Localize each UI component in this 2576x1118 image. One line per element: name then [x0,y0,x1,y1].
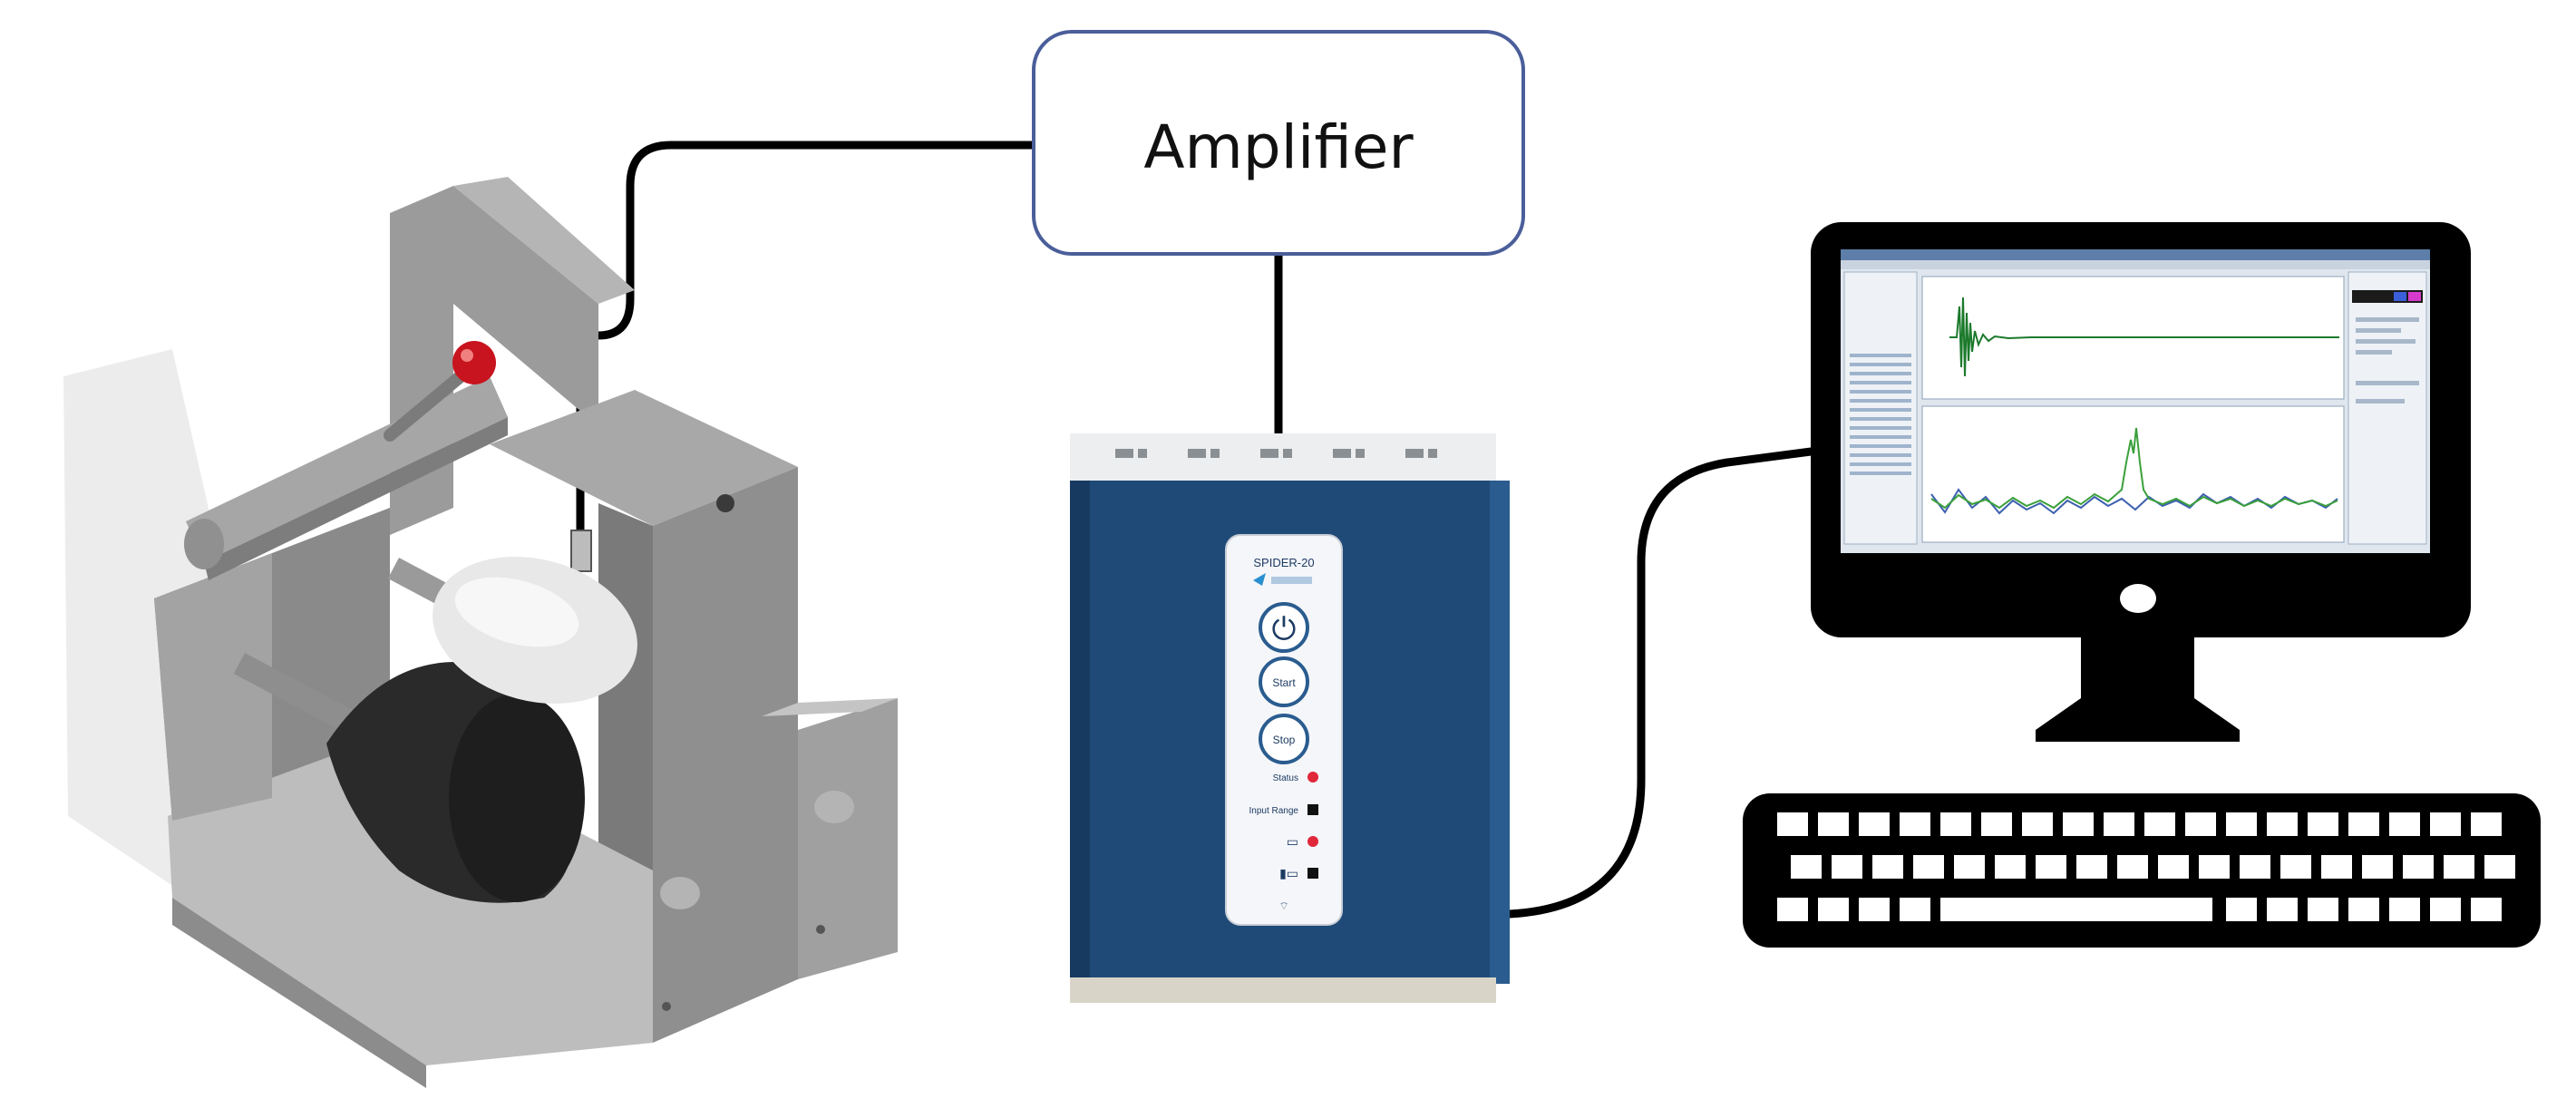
daq-status-row: ▮▭ [1279,866,1318,880]
spectrum-blue-trace [1930,488,2338,515]
daq-status-row: Status [1273,772,1318,783]
daq-status-row: Input Range [1249,804,1318,816]
daq-status-row: ▭ [1287,834,1318,849]
daq-stop-button[interactable]: Stop [1259,714,1309,764]
daq-device: SPIDER-20 ⏻ Start Stop Status Input Rang… [1070,433,1510,1003]
amplifier-box: Amplifier [1032,30,1525,256]
wifi-icon: ⌔ [1278,899,1288,912]
stop-button-label: Stop [1273,734,1296,746]
monitor-stand [2036,637,2240,742]
status-led-icon [1307,772,1318,783]
daq-to-computer-cable [1505,446,1823,919]
computer [1743,222,2541,948]
spectrum-green-trace [1930,427,2338,510]
fixture-top-plate [490,390,798,526]
daq-brand-label: SPIDER-20 [1253,556,1314,569]
svg-text:Status: Status [1273,773,1298,783]
daq-power-button[interactable]: ⏻ [1259,602,1309,653]
amplifier-label: Amplifier [1143,112,1414,182]
daq-logo-icon [1253,573,1266,586]
time-signal-trace [1949,297,2339,377]
status-led-icon [1307,868,1318,879]
svg-text:▭: ▭ [1287,834,1298,849]
status-led-icon [1307,836,1318,847]
daq-start-button[interactable]: Start [1259,656,1309,707]
monitor-logo-dot [2120,584,2156,613]
daq-connectors [1115,449,1437,458]
fixture-front-wall [154,553,272,821]
fixture-red-knob [452,341,496,384]
fixture-sensor-probe [570,530,592,572]
keyboard-keys [1777,812,2515,921]
start-button-label: Start [1272,676,1296,689]
fixture-right-column [653,467,798,1043]
test-fixture [63,177,898,1088]
screen-spectrum-plot [1921,405,2345,543]
power-icon: ⏻ [1272,612,1297,646]
fixture-lever-arm [186,376,508,562]
svg-text:Input Range: Input Range [1249,806,1299,816]
fixture-lever-handle [384,361,478,442]
svg-text:▮▭: ▮▭ [1279,866,1298,880]
status-led-icon [1307,804,1318,815]
